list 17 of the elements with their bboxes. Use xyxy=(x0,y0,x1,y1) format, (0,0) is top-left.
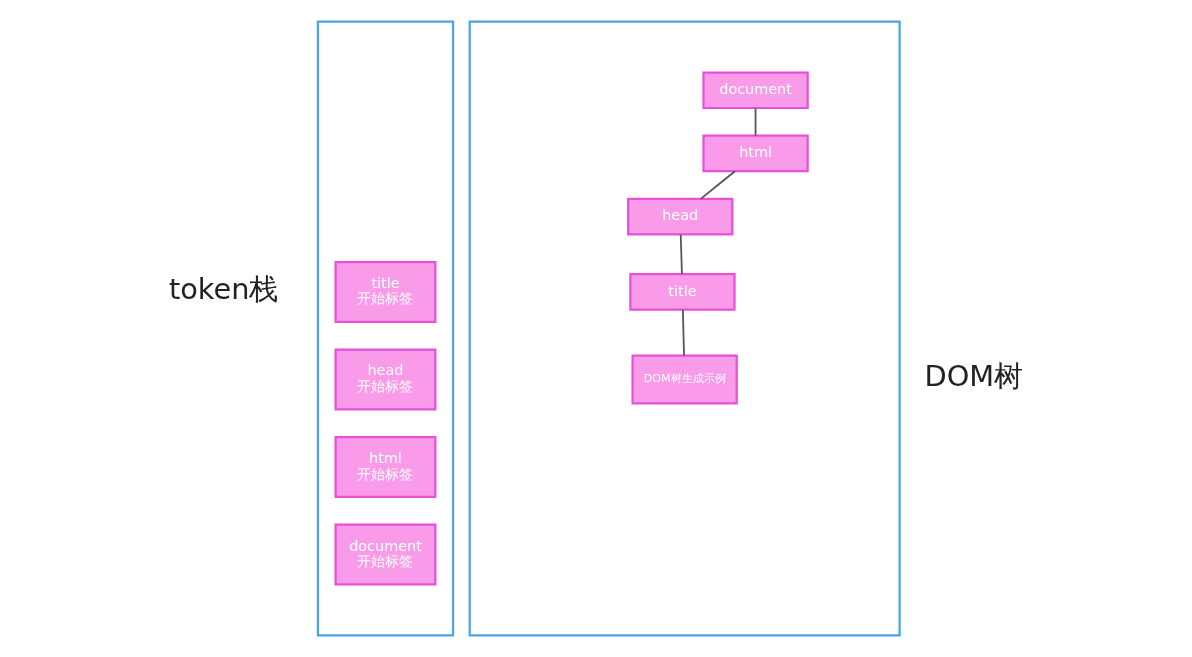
node-box: html 开始标签 xyxy=(334,435,437,499)
connector xyxy=(754,107,757,137)
node-box: document xyxy=(702,71,809,110)
node-box: title 开始标签 xyxy=(334,260,437,323)
node-label: token栈 xyxy=(168,271,279,306)
node-box: head xyxy=(627,197,734,236)
node-box: document 开始标签 xyxy=(334,523,437,586)
node-label: DOM树 xyxy=(924,359,1024,394)
node-box: title xyxy=(629,273,736,311)
connector xyxy=(699,170,736,200)
connector xyxy=(682,309,685,357)
cluster xyxy=(316,20,455,637)
node-box: html xyxy=(702,134,809,173)
node-box: head 开始标签 xyxy=(334,348,437,411)
connector xyxy=(679,233,683,275)
node-box: DOM树生成示例 xyxy=(631,354,738,405)
cluster xyxy=(468,20,901,637)
